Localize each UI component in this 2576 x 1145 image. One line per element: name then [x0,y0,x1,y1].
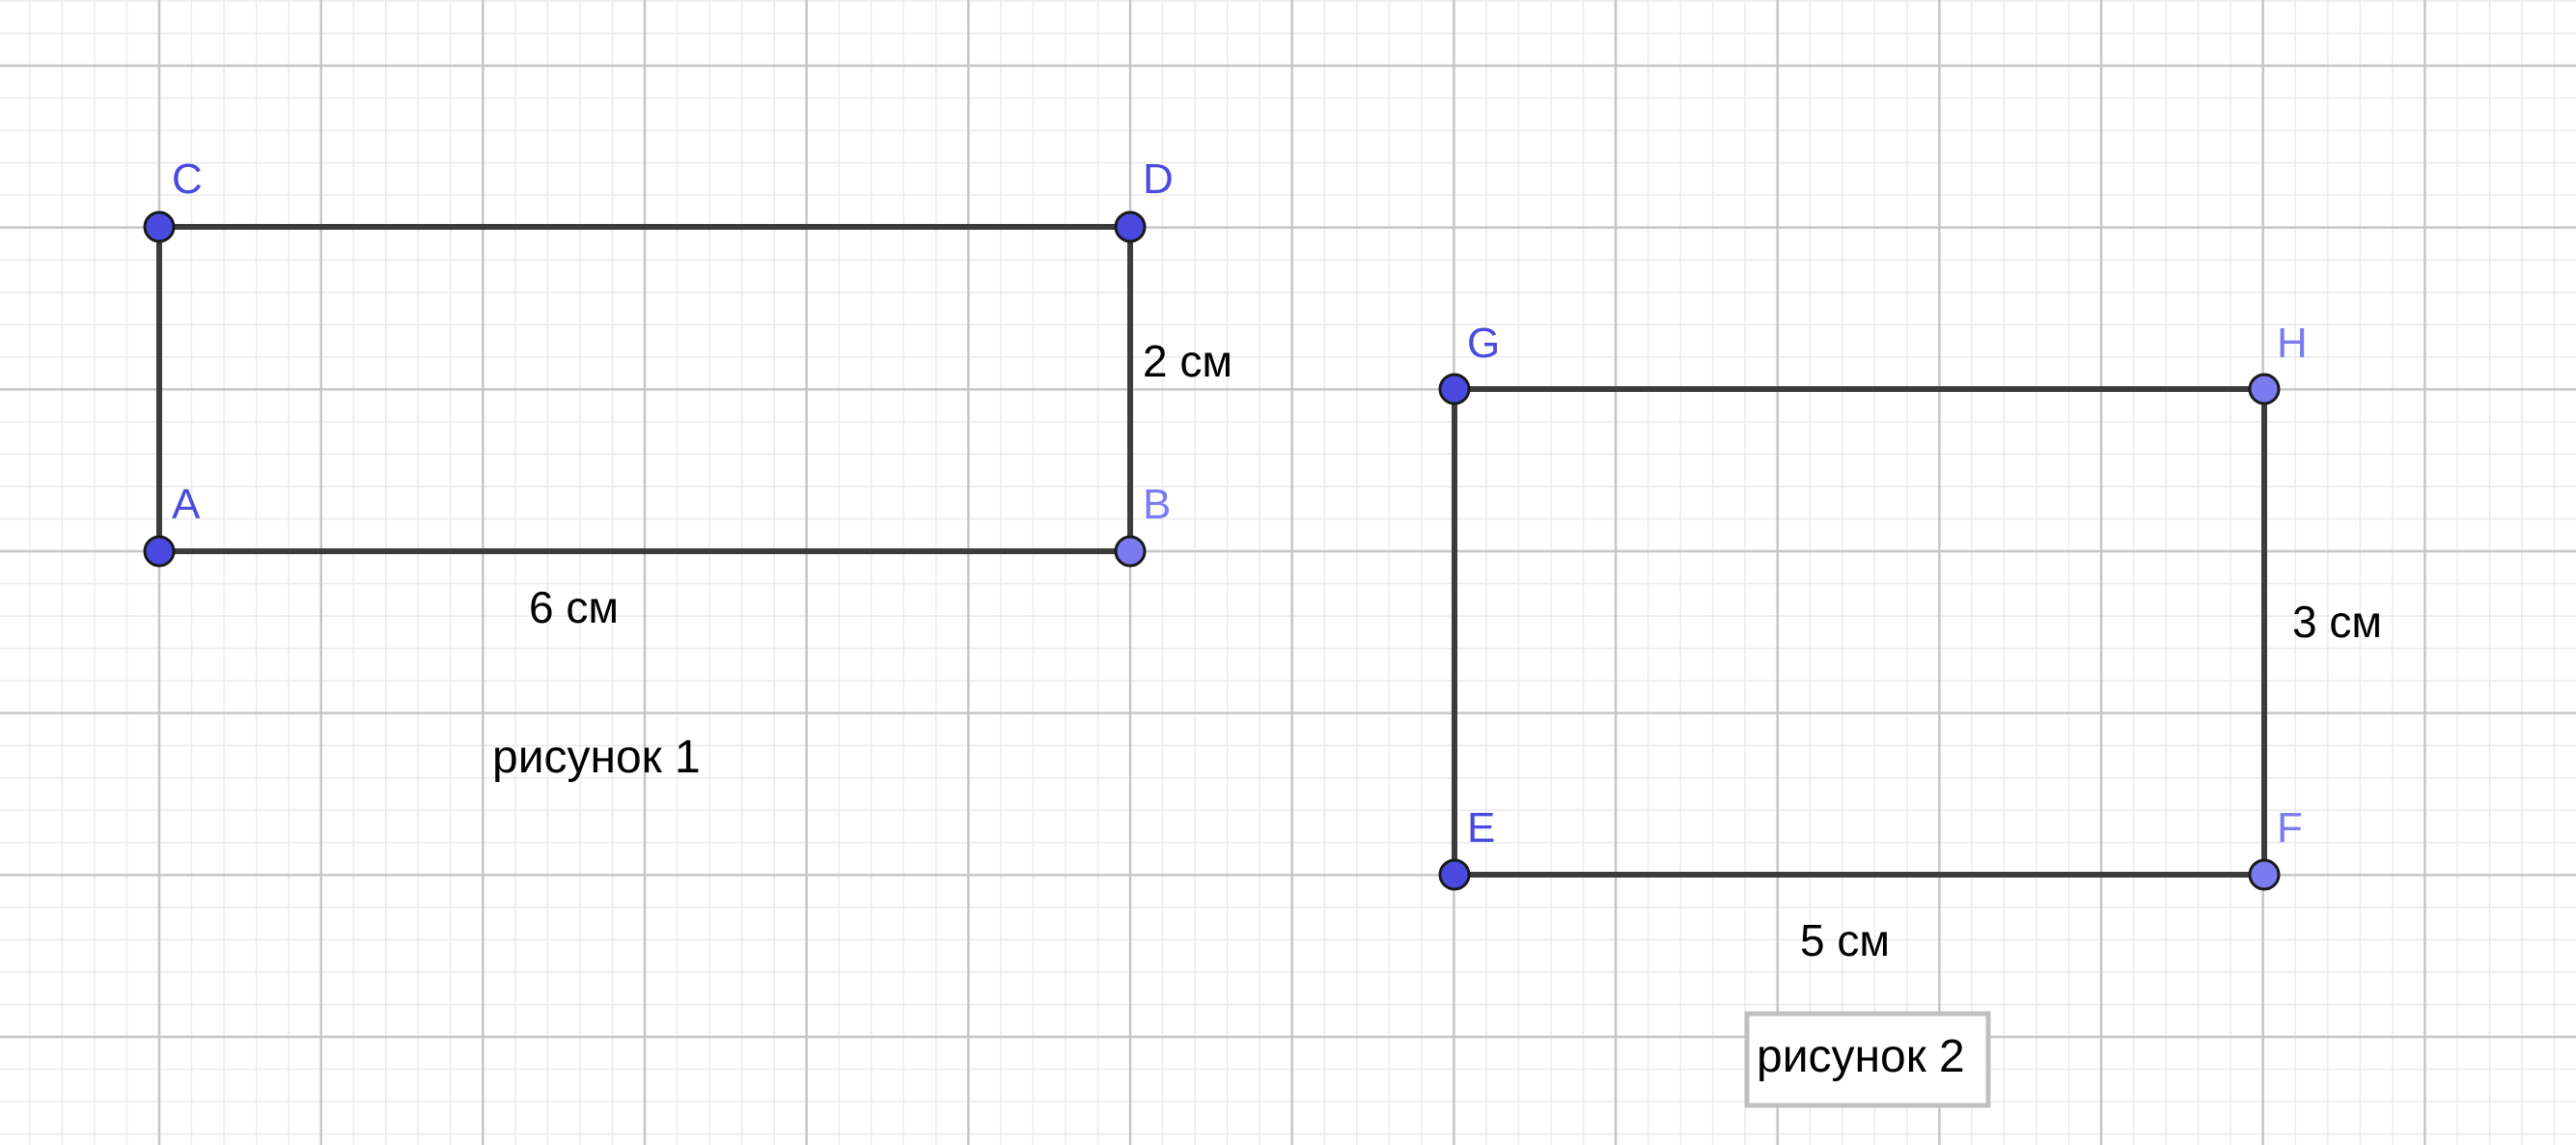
point-d-label: D [1143,155,1174,203]
point-b-label: B [1143,481,1171,528]
caption-2: рисунок 2 [1757,1031,1965,1082]
width-label: 6 см [529,582,619,632]
caption-2-box [1744,1011,1991,1108]
point-g-label: G [1467,320,1500,367]
point-d[interactable] [1114,210,1147,243]
point-e-label: E [1467,804,1495,852]
point-g[interactable] [1438,373,1471,405]
point-a[interactable] [143,535,176,568]
point-a-label: A [172,481,201,528]
point-b[interactable] [1114,535,1147,568]
point-f-label: F [2277,804,2303,852]
caption-1: рисунок 1 [492,732,701,783]
figure-1: A B C D 6 см 2 см рисунок 1 [143,155,1233,783]
point-e[interactable] [1438,858,1471,891]
point-c[interactable] [143,210,176,243]
height-label: 2 см [1143,336,1233,386]
point-f[interactable] [2248,858,2281,891]
rectangle-acdb[interactable] [156,224,1133,554]
point-c-label: C [172,155,203,203]
figure-2: E F G H 5 см 3 см рисунок 2 [1438,320,2382,1108]
point-h-label: H [2277,320,2308,367]
rectangle-ghfe[interactable] [1452,386,2267,878]
point-h[interactable] [2248,373,2281,405]
height-label: 3 см [2292,597,2382,647]
width-label: 5 см [1800,915,1890,965]
